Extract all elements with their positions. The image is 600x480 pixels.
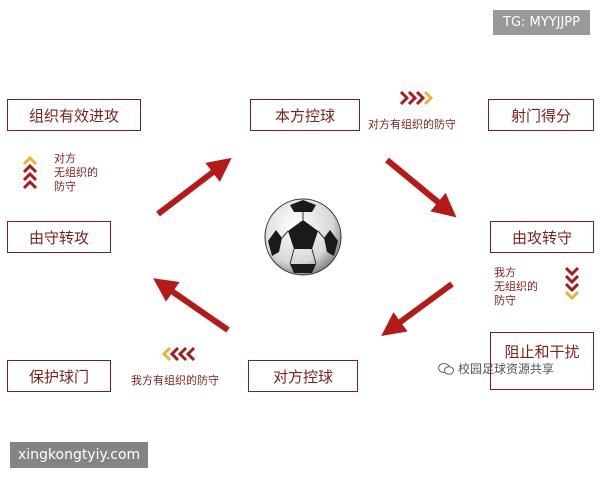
tg-watermark: TG: MYYJJPP (493, 10, 590, 35)
arrow-to-def-to-att (153, 278, 230, 333)
chevrons-down-icon (564, 266, 580, 301)
caption-line: 我方 (494, 266, 516, 279)
caption-line: 防守 (494, 294, 516, 307)
caption-opp-organized-defense: 对方有组织的防守 (368, 118, 456, 131)
caption-line: 无组织的 (54, 166, 98, 179)
caption-line: 无组织的 (494, 280, 538, 293)
caption-left-transition: 对方 无组织的 防守 (54, 152, 98, 194)
caption-right-transition: 我方 无组织的 防守 (494, 266, 538, 308)
caption-our-organized-defense: 我方有组织的防守 (131, 374, 219, 387)
football-icon (264, 198, 342, 276)
chevrons-left-icon (161, 346, 196, 362)
box-stop-interfere: 阻止和干扰 (490, 332, 594, 390)
chevrons-right-icon (399, 90, 434, 106)
box-organize-attack: 组织有效进攻 (7, 99, 141, 131)
wechat-watermark-text: 校园足球资源共享 (458, 362, 555, 376)
box-own-possession: 本方控球 (250, 99, 360, 131)
box-def-to-att: 由守转攻 (7, 221, 111, 253)
chevrons-up-icon (22, 155, 38, 190)
box-att-to-def: 由攻转守 (490, 221, 594, 253)
site-watermark: xingkongtyiy.com (10, 442, 149, 468)
arrow-def-to-att (156, 157, 232, 217)
wechat-icon (438, 362, 454, 375)
caption-line: 防守 (54, 180, 76, 193)
arrow-possession-to-shot (385, 157, 457, 218)
box-protect-goal: 保护球门 (7, 360, 111, 392)
box-opp-possession: 对方控球 (248, 360, 358, 392)
arrow-att-to-def (381, 281, 454, 336)
box-shoot-score: 射门得分 (488, 99, 594, 131)
wechat-watermark: 校园足球资源共享 (438, 360, 554, 377)
caption-line: 对方 (54, 152, 76, 165)
